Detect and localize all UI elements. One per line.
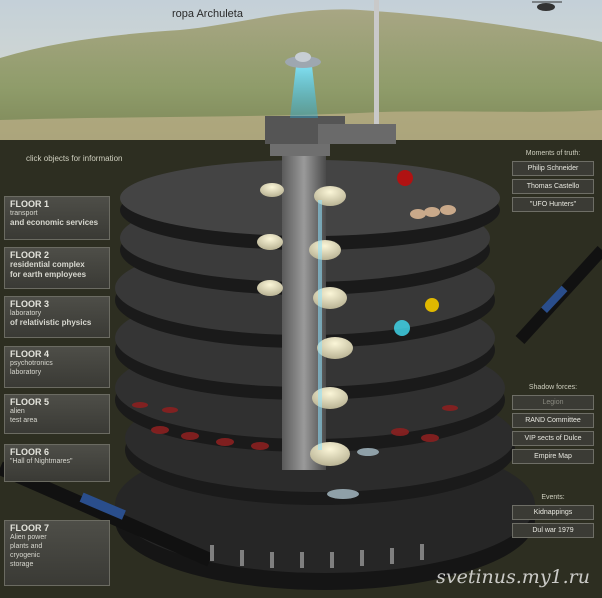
shadow-heading: Shadow forces: [528,384,578,391]
floor-desc-line2: of relativistic physics [10,318,92,327]
floor-desc-line2: plants and [10,543,43,550]
floor-title: FLOOR 1 [10,199,50,209]
floor-desc-line1: transport [10,210,38,217]
events-heading: Events: [541,494,565,501]
kidnappings-link[interactable]: Kidnappings [512,505,594,520]
thomas-castello-link[interactable]: Thomas Castello [512,179,594,194]
floor-desc-line2: test area [10,417,38,424]
dul-war-link[interactable]: Dul war 1979 [512,523,594,538]
floor-1-tab[interactable]: FLOOR 1 transport and economic services [4,196,110,240]
tank-objects [410,205,456,219]
floor-desc-line1: residential complex [10,260,85,269]
floor-desc-line1: psychotronics [10,360,53,367]
philip-schneider-link[interactable]: Philip Schneider [512,161,594,176]
floor-5-tab[interactable]: FLOOR 5 alien test area [4,394,110,434]
site-watermark: svetinus.my1.ru [436,566,590,588]
floor-title: FLOOR 3 [10,299,50,309]
floor-title: FLOOR 6 [10,447,50,457]
floor-title: FLOOR 5 [10,397,50,407]
instructions-hint: click objects for information [26,154,123,163]
vip-sects-link[interactable]: VIP sects of Dulce [512,431,594,446]
floor-2-tab[interactable]: FLOOR 2 residential complex for earth em… [4,247,110,289]
ufo-hunters-link[interactable]: "UFO Hunters" [512,197,594,212]
floor-desc-line3: cryogenic [10,552,40,559]
floor-desc-line1: alien [10,408,25,415]
radiation-icon [425,298,439,312]
floor-desc-line2: and economic services [10,218,99,227]
legion-link[interactable]: Legion [512,395,594,410]
moments-heading: Moments of truth: [525,150,581,157]
saucer-object-small [357,448,379,456]
alarm-object [397,170,413,186]
helicopter-icon [532,1,562,11]
moments-panel: Moments of truth: Philip Schneider Thoma… [512,150,594,215]
ufo-icon [285,52,321,68]
floor-3-tab[interactable]: FLOOR 3 laboratory of relativistic physi… [4,296,110,338]
floor-4-tab[interactable]: FLOOR 4 psychotronics laboratory [4,346,110,388]
floor-desc-line1: Alien power [10,534,47,541]
rand-committee-link[interactable]: RAND Committee [512,413,594,428]
floor-title: FLOOR 7 [10,523,50,533]
floor-desc-line2: for earth employees [10,270,87,279]
cyan-device [394,320,410,336]
saucer-object [327,489,359,499]
floor-7-tab[interactable]: FLOOR 7 Alien power plants and cryogenic… [4,520,110,586]
floor-6-tab[interactable]: FLOOR 6 "Hall of Nightmares" [4,444,110,482]
empire-map-link[interactable]: Empire Map [512,449,594,464]
mountain-label: ropa Archuleta [172,8,243,20]
events-panel: Events: Kidnappings Dul war 1979 [512,494,594,541]
floor-desc-line1: laboratory [10,310,42,317]
floor-desc-line1: "Hall of Nightmares" [10,458,73,465]
floor-desc-line4: storage [10,561,34,568]
floor-title: FLOOR 4 [10,349,50,359]
shadow-forces-panel: Shadow forces: Legion RAND Committee VIP… [512,384,594,467]
floor-desc-line2: laboratory [10,369,42,376]
floor-title: FLOOR 2 [10,250,50,260]
